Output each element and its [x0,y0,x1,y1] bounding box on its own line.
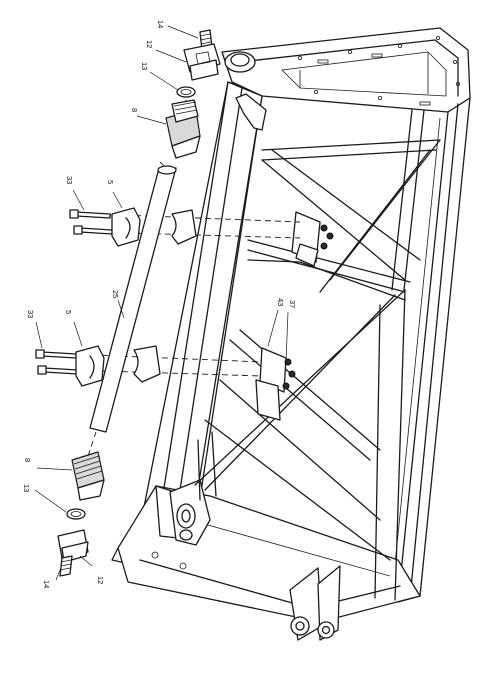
lower-clamp-set [35,345,161,387]
callout-5-mid: 5 [64,310,73,314]
frame-clamps [255,211,334,421]
callout-43: 43 [276,298,285,306]
boom-frame [111,27,471,641]
callout-14-bottom: 14 [42,580,51,588]
callout-14-top: 14 [156,20,165,28]
plate-holes [297,36,460,106]
frame-truss [194,109,441,601]
callout-13-top: 13 [140,62,149,70]
callout-25: 25 [111,290,120,298]
callout-5-top: 5 [106,180,115,184]
callout-8-bottom: 8 [23,458,32,462]
callout-labels: 14 12 13 8 33 5 25 33 5 43 37 8 13 14 12 [22,20,297,588]
top-hose-fitting [89,29,221,433]
upper-clamp-set [69,207,197,247]
callout-12-bottom: 12 [96,576,105,584]
callout-8-top: 8 [130,108,139,112]
callout-33-mid: 33 [26,310,35,318]
bottom-hose-fitting [57,451,105,577]
callout-leaders [34,25,289,581]
callout-33-top: 33 [65,176,74,184]
callout-13-bottom: 13 [22,484,31,492]
callout-12-top: 12 [145,40,154,48]
callout-37: 37 [288,300,297,308]
